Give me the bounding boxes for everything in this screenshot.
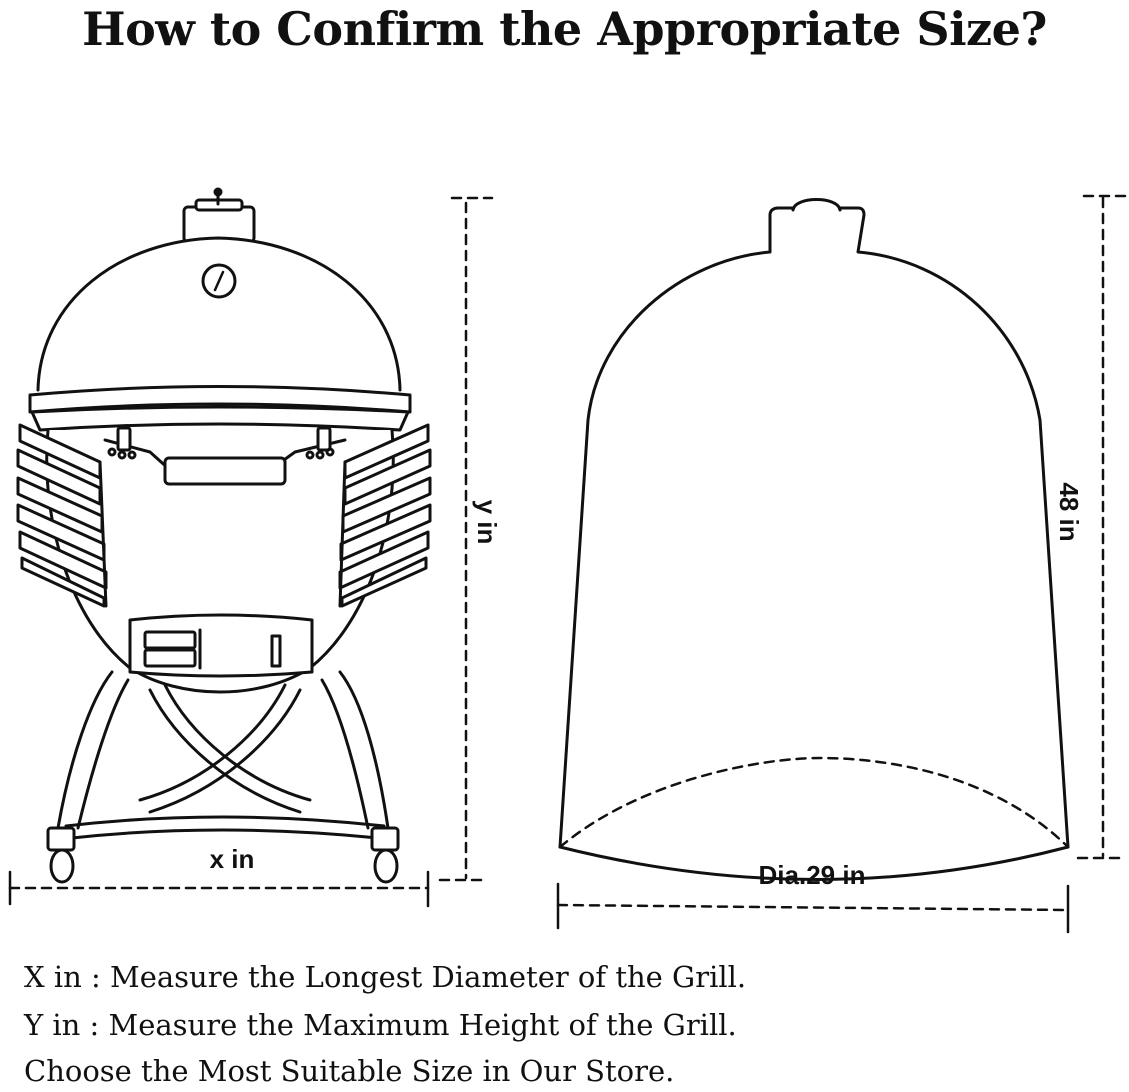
page-title: How to Confirm the Appropriate Size? [82, 2, 1047, 56]
grill-dimension-lines [8, 196, 494, 890]
kamado-grill-illustration [16, 187, 432, 884]
note-x-measurement: X in : Measure the Longest Diameter of t… [24, 960, 747, 994]
note-choose-size: Choose the Most Suitable Size in Our Sto… [24, 1054, 675, 1088]
note-y-measurement: Y in : Measure the Maximum Height of the… [24, 1008, 737, 1042]
cover-diameter-label: Dia.29 in [759, 860, 866, 890]
cover-height-label: 48 in [1054, 482, 1084, 541]
grill-cover-illustration [558, 198, 1070, 881]
grill-width-label: x in [210, 844, 255, 874]
grill-dimension-ticks [8, 870, 430, 908]
grill-height-label: y in [472, 500, 502, 545]
cover-dimension-lines [556, 194, 1129, 912]
cover-dimension-ticks [556, 882, 1070, 934]
